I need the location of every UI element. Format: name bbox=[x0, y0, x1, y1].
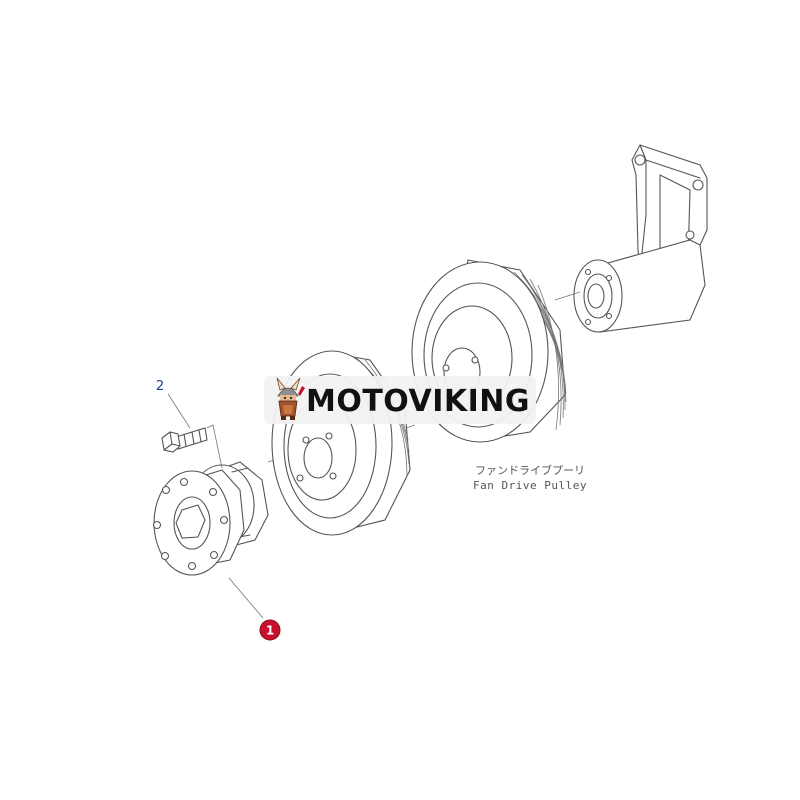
part-label-english: Fan Drive Pulley bbox=[473, 479, 587, 492]
bolt bbox=[161, 427, 208, 453]
viking-mascot-icon bbox=[276, 377, 305, 420]
part-label-japanese: ファンドライブプーリ bbox=[475, 463, 585, 477]
coupling-adapter bbox=[152, 461, 269, 576]
callout-badge-1: 1 bbox=[259, 619, 281, 641]
callout-number-1: 1 bbox=[266, 624, 274, 638]
fan-hub-bracket bbox=[573, 144, 708, 333]
leader-lines bbox=[167, 393, 264, 619]
brand-name: MOTOVIKING bbox=[306, 384, 530, 419]
callout-number-2: 2 bbox=[156, 379, 164, 394]
watermark-banner: MOTOVIKING bbox=[264, 376, 536, 424]
